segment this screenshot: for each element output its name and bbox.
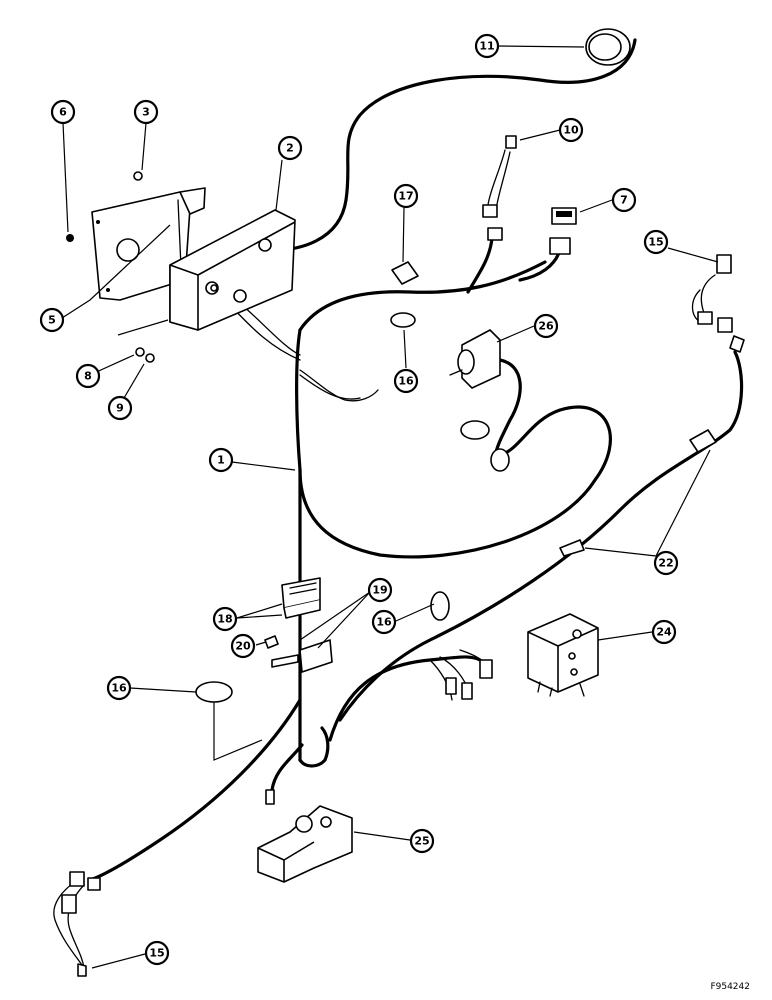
svg-text:15: 15 — [149, 947, 164, 960]
callout-6: 6 — [50, 99, 76, 125]
valve-25 — [257, 789, 353, 883]
callout-16-middle: 16 — [371, 609, 397, 635]
callout-5: 3 — [133, 99, 159, 125]
callout-24: 24 — [651, 619, 677, 645]
callout-8: 8 — [75, 363, 101, 389]
svg-text:3: 3 — [142, 106, 150, 119]
sensor-bottom-left — [61, 871, 101, 977]
relay-block — [281, 577, 321, 619]
callout-15-bottom: 15 — [144, 940, 170, 966]
svg-text:1: 1 — [217, 454, 225, 467]
svg-text:15: 15 — [648, 236, 663, 249]
callout-7: 7 — [611, 187, 637, 213]
svg-text:8: 8 — [84, 370, 92, 383]
callout-1: 1 — [208, 447, 234, 473]
svg-text:16: 16 — [376, 616, 392, 629]
valve-block — [527, 613, 599, 697]
clips-22 — [559, 429, 717, 557]
svg-text:2: 2 — [286, 142, 294, 155]
main-harness-wires — [88, 38, 744, 882]
svg-text:10: 10 — [563, 124, 579, 137]
callout-11: 11 — [474, 33, 500, 59]
connector-10 — [482, 135, 517, 241]
bracket-plate — [91, 187, 206, 301]
callout-2: 2 — [277, 135, 303, 161]
callout-10: 10 — [558, 117, 584, 143]
svg-text:20: 20 — [235, 640, 251, 653]
svg-text:18: 18 — [217, 613, 232, 626]
svg-text:7: 7 — [620, 194, 628, 207]
svg-text:25: 25 — [414, 835, 429, 848]
callout-16-left: 16 — [106, 675, 132, 701]
svg-text:5: 5 — [48, 314, 56, 327]
bracket-19 — [264, 635, 333, 673]
callout-20: 20 — [230, 633, 256, 659]
svg-text:26: 26 — [538, 320, 554, 333]
svg-text:16: 16 — [398, 375, 414, 388]
control-module — [169, 209, 296, 331]
small-hardware — [66, 171, 169, 363]
callout-15-top: 15 — [643, 229, 669, 255]
callout-26: 26 — [533, 313, 559, 339]
callout-3: 5 — [39, 307, 65, 333]
switch-7 — [549, 207, 577, 255]
svg-text:9: 9 — [116, 402, 124, 415]
sensor-top-right — [697, 254, 745, 353]
svg-text:16: 16 — [111, 682, 127, 695]
callout-18: 18 — [212, 606, 238, 632]
thin-wires — [53, 149, 716, 969]
clamps-16 — [195, 591, 450, 761]
gauge — [585, 28, 631, 66]
svg-text:11: 11 — [479, 40, 494, 53]
svg-text:19: 19 — [372, 584, 387, 597]
svg-text:17: 17 — [398, 190, 413, 203]
callout-16-upper: 16 — [393, 368, 419, 394]
leader-lines — [61, 45, 719, 969]
callouts: 3 6 2 5 8 9 11 10 7 17 16 26 15 1 22 19 … — [39, 33, 679, 966]
callout-22: 22 — [653, 550, 679, 576]
svg-text:6: 6 — [59, 106, 67, 119]
svg-text:22: 22 — [658, 557, 673, 570]
callout-25: 25 — [409, 828, 435, 854]
clip-17 — [390, 261, 419, 328]
svg-text:24: 24 — [656, 626, 672, 639]
callout-17: 17 — [393, 183, 419, 209]
figure-id: F954242 — [710, 982, 750, 992]
callout-9: 9 — [107, 395, 133, 421]
callout-19: 19 — [367, 577, 393, 603]
connectors-mid — [445, 659, 493, 700]
solenoid — [449, 329, 510, 472]
